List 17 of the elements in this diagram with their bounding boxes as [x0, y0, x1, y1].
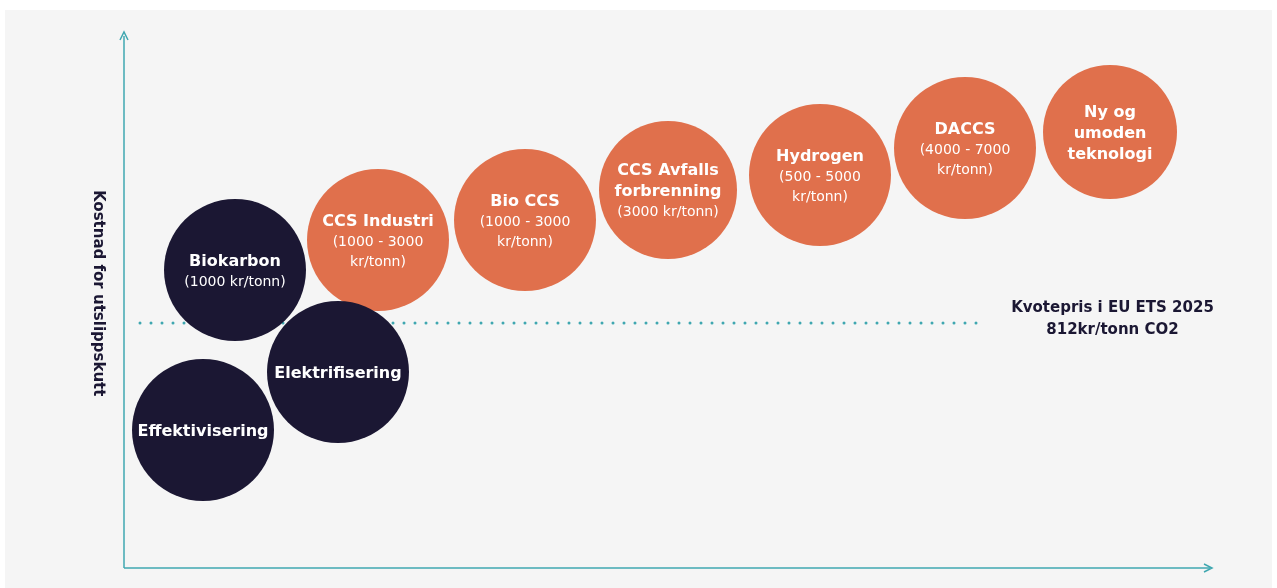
bubble-title: Biokarbon [189, 249, 281, 271]
bubble-title: Bio CCS [490, 189, 560, 211]
cost-range-text: (1000 kr/tonn) [184, 271, 286, 291]
cost-range-text: (4000 - 7000 kr/tonn) [918, 139, 1012, 179]
cost-range-text: (500 - 5000 kr/tonn) [778, 166, 862, 206]
bubble-title: CCS Avfalls forbrenning [613, 159, 723, 201]
cost-range-text: (3000 kr/tonn) [617, 202, 719, 221]
y-axis-title: Kostnad for utslippskutt [90, 190, 108, 397]
bubble-title: Hydrogen [776, 144, 864, 166]
threshold-note: Kvotepris i EU ETS 2025 812kr/tonn CO2 [1010, 297, 1215, 340]
bubble-title: DACCS [934, 117, 996, 139]
bubble-title: CCS Industri [322, 209, 434, 231]
cost-range-text: (1000 - 3000 kr/tonn) [478, 211, 572, 251]
bubble-title: Effektivisering [137, 419, 269, 441]
bubble-title: Elektrifisering [274, 361, 402, 383]
bubble-title: Ny og umoden teknologi [1066, 100, 1154, 164]
cost-range-text: (1000 - 3000 kr/tonn) [331, 231, 425, 271]
